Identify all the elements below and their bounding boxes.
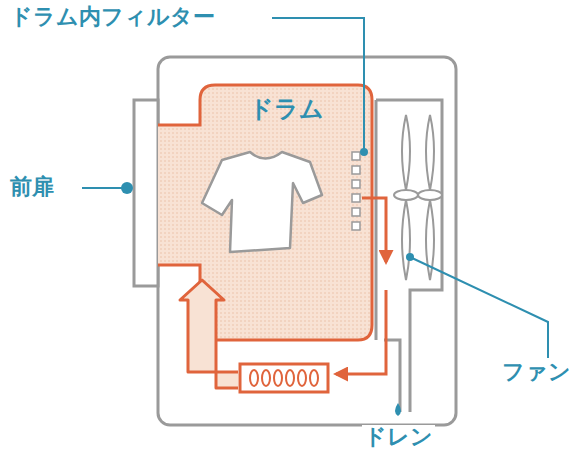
drum-filter (352, 152, 360, 230)
airflow-arrow (362, 198, 386, 262)
drum-region: ドラム (200, 85, 372, 340)
front-door (134, 100, 158, 286)
drain-drop (395, 403, 401, 416)
heater-coil (250, 370, 318, 386)
callout-label: 前扉 (8, 175, 56, 199)
heater (240, 364, 328, 392)
leader-line (82, 18, 548, 358)
fan (394, 115, 442, 280)
node-label: ドラム (200, 95, 372, 124)
cabinet (158, 57, 456, 425)
callout-label: ファン (500, 360, 573, 384)
shirt (202, 152, 322, 252)
callout-label: ドレン (362, 425, 435, 449)
callout-label: ドラム内フィルター (8, 5, 217, 29)
hot-air-arrow (180, 280, 238, 388)
leader-dot (121, 148, 414, 261)
airflow-arrow (336, 290, 386, 374)
